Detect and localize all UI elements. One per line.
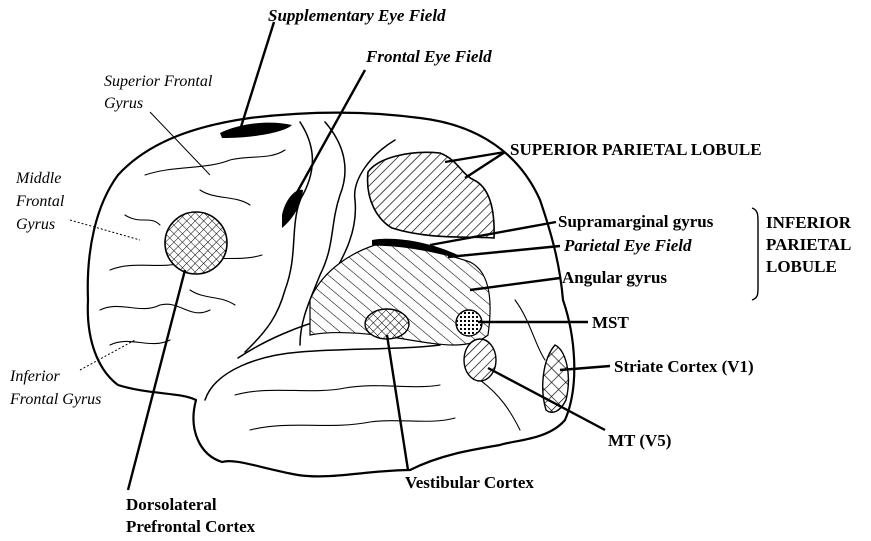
inferior-parietal-bracket [752,208,758,300]
vestibular-cortex-label: Vestibular Cortex [405,473,534,492]
parietal-eye-field-label: Parietal Eye Field [563,236,692,255]
middle-frontal-gyrus-label-2: Frontal [15,193,65,210]
middle-frontal-gyrus-label-1: Middle [15,170,61,187]
inferior-parietal-lobule-label-3: LOBULE [766,257,837,276]
inferior-parietal-lobule-label-1: INFERIOR [766,213,852,232]
inferior-parietal-lobule-label-2: PARIETAL [766,235,851,254]
middle-frontal-gyrus-label-3: Gyrus [16,216,55,233]
angular-gyrus-label: Angular gyrus [562,268,667,287]
dlpfc-area [165,212,227,274]
dlpfc-label-1: Dorsolateral [126,495,217,514]
mt-area [464,339,496,381]
dlpfc-label-2: Prefrontal Cortex [126,517,256,536]
inferior-frontal-gyrus-label-1: Inferior [9,368,61,385]
superior-parietal-lobule-label: SUPERIOR PARIETAL LOBULE [510,140,762,159]
supramarginal-gyrus-label: Supramarginal gyrus [558,212,714,231]
mt-label: MT (V5) [608,431,671,450]
inferior-frontal-gyrus-label-2: Frontal Gyrus [9,391,101,408]
striate-cortex-label: Striate Cortex (V1) [614,357,754,376]
mst-label: MST [592,313,630,332]
frontal-eye-field-label: Frontal Eye Field [365,47,492,66]
superior-frontal-gyrus-label-2: Gyrus [104,95,143,112]
superior-frontal-gyrus-label-1: Superior Frontal [104,73,213,90]
supplementary-eye-field-label: Supplementary Eye Field [268,6,446,25]
supplementary-eye-field-leader [240,22,274,130]
vestibular-cortex-area [365,309,409,339]
